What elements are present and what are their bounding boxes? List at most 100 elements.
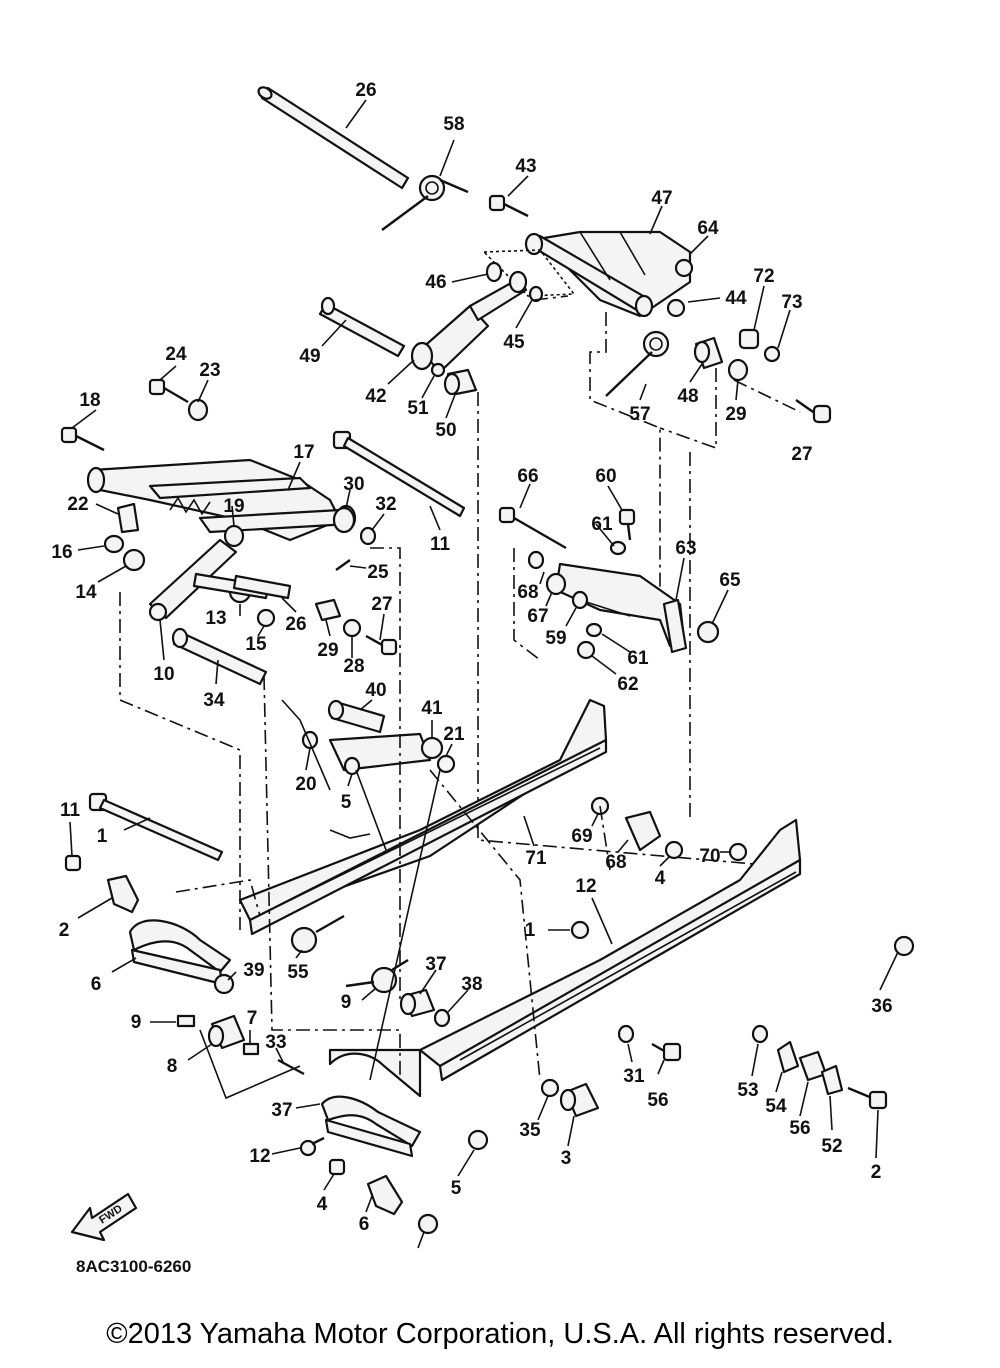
callout-24: 24: [165, 344, 187, 365]
collar-50: [443, 368, 478, 396]
nut-12-lower: [467, 1129, 489, 1151]
clip-9-left: [176, 1014, 196, 1028]
callout-40: 40: [365, 680, 386, 701]
bolt-31: [651, 1042, 682, 1062]
collar-29-top: [727, 358, 749, 382]
callout-60: 60: [595, 466, 616, 487]
washer-37-top: [433, 1008, 451, 1028]
washer-55: [570, 920, 590, 940]
bushing-48: [693, 336, 724, 370]
callout-35: 35: [519, 1120, 541, 1141]
diagram-code: 8AC3100-6260: [76, 1257, 191, 1276]
slide-rail-1-right: [418, 818, 802, 1082]
callout-30: 30: [343, 474, 364, 495]
callout-65: 65: [719, 570, 741, 591]
callout-48: 48: [677, 386, 698, 407]
callout-2: 2: [59, 920, 70, 941]
callout-4: 4: [317, 1194, 328, 1215]
slide-rail-1-left: [238, 698, 608, 936]
bolt-27-mid: [365, 634, 398, 656]
callout-32: 32: [375, 494, 396, 515]
callout-23: 23: [199, 360, 220, 381]
callout-59: 59: [545, 628, 566, 649]
bolt-27-top: [795, 399, 832, 424]
bolt-43: [488, 194, 529, 218]
callout-7: 7: [247, 1008, 258, 1029]
clip-4-lower: [366, 1174, 404, 1216]
block-7: [207, 1014, 246, 1050]
washer-33: [617, 1024, 635, 1044]
stopper-22: [116, 502, 140, 534]
bracket-69: [624, 810, 662, 852]
callout-38: 38: [461, 974, 482, 995]
callout-67: 67: [527, 606, 548, 627]
callout-14: 14: [75, 582, 97, 603]
callout-29: 29: [725, 404, 746, 425]
callout-44: 44: [725, 288, 747, 309]
spring-38: [345, 958, 409, 994]
plate-53: [776, 1040, 800, 1074]
callout-numbers: 2658434764727344464549425150482957272423…: [51, 80, 892, 1235]
bracket-63: [554, 562, 688, 654]
callout-11: 11: [430, 534, 451, 555]
callout-69: 69: [571, 826, 592, 847]
callout-11: 11: [60, 800, 81, 821]
callout-56: 56: [647, 1090, 668, 1111]
clip-9-right: [242, 1042, 260, 1056]
bolt-60: [618, 508, 636, 541]
washer-61-top: [609, 540, 627, 556]
bolt-18: [60, 426, 105, 452]
callout-62: 62: [617, 674, 638, 695]
spring-39: [290, 914, 345, 954]
callout-47: 47: [651, 188, 672, 209]
slide-runner-2-left: [128, 919, 232, 986]
bolt-5-upper: [64, 854, 82, 872]
callout-43: 43: [515, 156, 536, 177]
callout-61: 61: [627, 648, 649, 669]
callout-64: 64: [697, 218, 719, 239]
callout-28: 28: [343, 656, 364, 677]
leader-lines: [69, 99, 899, 1249]
callout-12: 12: [249, 1146, 270, 1167]
callout-8: 8: [167, 1056, 178, 1077]
front-curve-right: [328, 1048, 422, 1098]
callout-13: 13: [205, 608, 226, 629]
cap-14-left: [122, 548, 146, 572]
washer-61-bottom: [585, 622, 603, 638]
callout-22: 22: [67, 494, 88, 515]
washer-68-lower: [728, 842, 748, 862]
callout-26: 26: [355, 80, 376, 101]
callout-50: 50: [435, 420, 456, 441]
nut-6-lower: [417, 1213, 439, 1235]
long-bolt-11-upper: [332, 430, 466, 518]
callout-70: 70: [699, 846, 720, 867]
shaft-34: [327, 699, 386, 734]
bushing-19: [223, 524, 245, 548]
callout-19: 19: [223, 496, 244, 517]
callout-71: 71: [525, 848, 547, 869]
callout-61: 61: [591, 514, 613, 535]
long-bolt-11-lower: [88, 792, 224, 862]
collar-29-mid: [314, 598, 342, 622]
callout-57: 57: [629, 404, 650, 425]
callout-54: 54: [765, 1096, 787, 1117]
callout-41: 41: [421, 698, 443, 719]
upper-pivot-bracket-47: [524, 230, 694, 318]
callout-36: 36: [871, 996, 892, 1017]
callout-68: 68: [605, 852, 626, 873]
callout-29: 29: [317, 640, 338, 661]
callout-63: 63: [675, 538, 696, 559]
callout-12: 12: [575, 876, 596, 897]
callout-42: 42: [365, 386, 386, 407]
bolt-52: [847, 1086, 888, 1110]
washer-16: [103, 534, 125, 554]
callout-73: 73: [781, 292, 802, 313]
nut-62: [576, 640, 596, 660]
callout-55: 55: [287, 962, 309, 983]
bolt-5-lower: [328, 1158, 346, 1176]
callout-1: 1: [525, 920, 536, 941]
torsion-spring-57: [605, 330, 670, 397]
callout-6: 6: [359, 1214, 370, 1235]
bolt-66: [498, 506, 567, 550]
